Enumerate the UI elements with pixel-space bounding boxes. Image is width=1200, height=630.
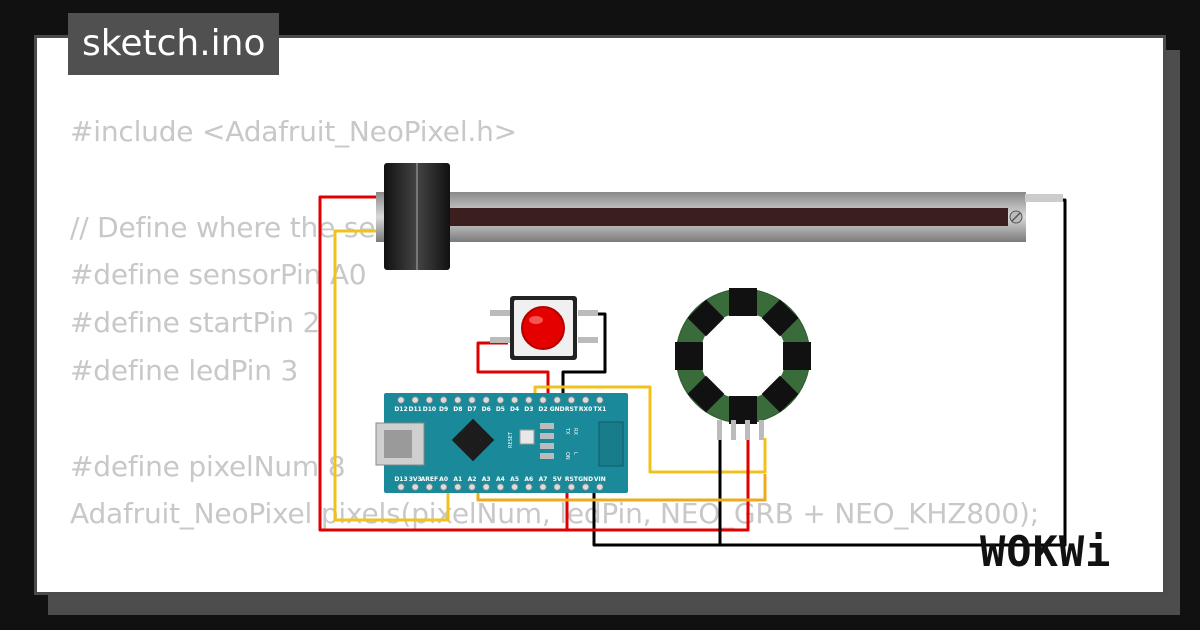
pin-label: AREF [421,476,438,483]
pin-label: RX0 [579,406,592,413]
pin-d2[interactable] [539,396,547,404]
pin-label: VIN [594,476,606,483]
slide-potentiometer[interactable] [376,163,1063,270]
wire-red-ring-vcc [567,438,750,532]
led-label: RX [572,428,578,435]
led-label: TX [564,427,570,435]
neopixel-ring[interactable] [675,288,811,440]
wire-red-slider-vcc [318,195,569,532]
pin-label: D4 [510,406,519,413]
wire-yellow-led-data [533,385,767,474]
file-title[interactable]: sketch.ino [68,13,280,75]
pin-a5[interactable] [510,483,519,491]
pin-5v[interactable] [553,483,561,491]
pin-a7[interactable] [539,483,547,491]
pin-d13[interactable] [397,483,405,491]
pin-label: 3V3 [409,476,422,483]
pin-label: D11 [409,406,422,413]
wire-yellow-slider-signal [333,229,450,522]
pin-rst[interactable] [567,483,576,491]
pin-d4[interactable] [510,396,519,404]
code-line: Adafruit_NeoPixel pixels(pixelNum, ledPi… [70,497,1039,531]
pin-label: RST [565,406,579,413]
led-label: L [572,452,578,455]
wire-black-ring-gnd [594,438,722,547]
pin-label: A5 [510,476,519,483]
pin-d6[interactable] [482,396,490,404]
led-label: ON [564,452,570,460]
pin-label: D6 [482,406,491,413]
pin-3v3[interactable] [411,483,419,491]
pin-gnd[interactable] [553,396,561,404]
pin-vin[interactable] [596,483,604,491]
nano-board [384,393,628,493]
wire-red-button [476,341,550,400]
pin-label: TX1 [593,406,606,413]
pin-a3[interactable] [482,483,490,491]
wire-orange-a0 [476,474,767,502]
pin-label: D7 [467,406,476,413]
pin-d10[interactable] [425,396,433,404]
pin-label: A1 [453,476,462,483]
pin-tx1[interactable] [596,396,604,404]
reset-label: RESET [508,431,514,448]
pin-a1[interactable] [454,483,462,491]
pin-d5[interactable] [496,396,504,404]
pin-label: A4 [496,476,505,483]
pin-label: A3 [482,476,491,483]
pin-label: A0 [439,476,448,483]
pin-aref[interactable] [425,483,433,491]
pin-d8[interactable] [454,396,462,404]
pin-gnd[interactable] [581,483,590,491]
code-line: #define pixelNum 8 [70,449,346,483]
pin-label: GND [578,476,593,483]
pin-d9[interactable] [439,396,448,404]
pin-label: D8 [453,406,462,413]
bottom-pin-row [397,483,604,491]
wokwi-logo: WOKWi [980,527,1112,576]
ring-pixels [675,288,811,424]
wire-black-slider-gnd [592,198,1067,547]
pin-label: A2 [468,476,477,483]
top-pin-row [397,396,604,404]
pin-label: 5V [553,476,562,483]
slider-track [440,208,1008,226]
code-line: #include <Adafruit_NeoPixel.h> [70,115,517,148]
pin-a2[interactable] [468,483,476,491]
pin-label: D9 [439,406,448,413]
pushbutton[interactable] [490,296,598,360]
pin-label: GND [550,406,565,413]
pin-rst[interactable] [567,396,576,404]
pin-label: A6 [524,476,533,483]
pin-label: D5 [496,406,505,413]
pin-rx0[interactable] [581,396,590,404]
mcu-chip [451,418,495,462]
pin-label: A7 [539,476,548,483]
reset-button[interactable] [519,429,535,445]
pin-d12[interactable] [397,396,405,404]
button-cap[interactable] [521,306,565,350]
pin-a4[interactable] [496,483,504,491]
code-line: #define startPin 2 [70,306,321,340]
pin-label: D2 [538,406,547,413]
pin-label: D13 [394,476,407,483]
pin-label: D3 [524,406,533,413]
pin-d11[interactable] [411,396,419,404]
pin-a6[interactable] [525,483,533,491]
pin-label: D10 [423,406,436,413]
pin-d3[interactable] [525,396,533,404]
pin-label: D12 [394,406,407,413]
pin-label: RST [565,476,579,483]
pin-d7[interactable] [468,396,476,404]
code-line: #define ledPin 3 [70,353,299,387]
pin-a0[interactable] [439,483,448,491]
